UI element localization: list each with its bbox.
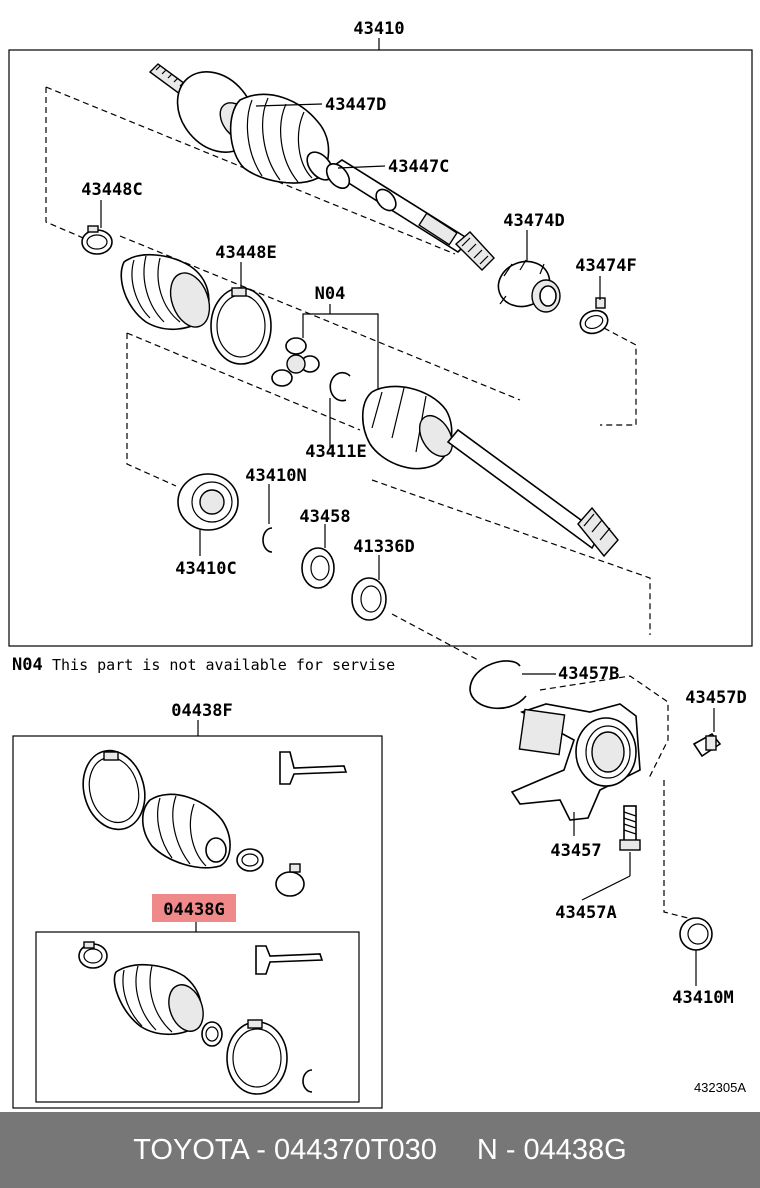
label-43411E[interactable]: 43411E (305, 442, 366, 462)
label-43448C[interactable]: 43448C (81, 180, 142, 200)
label-43458[interactable]: 43458 (299, 507, 350, 527)
clamp-43474F (579, 297, 609, 335)
drive-shaft-frame (8, 49, 753, 647)
highlight-04438G (152, 894, 236, 922)
label-43410N[interactable]: 43410N (245, 466, 306, 486)
bracket-43457 (510, 703, 641, 821)
inner-joint-shaft (361, 385, 619, 558)
label-43410[interactable]: 43410 (353, 19, 404, 39)
ring-43410N (262, 527, 273, 553)
snap-ring-43411E (329, 371, 351, 402)
label-43410C[interactable]: 43410C (175, 559, 236, 579)
note-code: N04 (12, 655, 43, 675)
footer-part-number: TOYOTA - 044370T030 (133, 1133, 437, 1166)
kit-outer-parts (82, 749, 348, 897)
bolt-43457A (619, 805, 641, 851)
kit-inner-parts (78, 941, 324, 1095)
label-43474D[interactable]: 43474D (503, 211, 564, 231)
drawing-reference: 432305A (694, 1080, 746, 1095)
label-43457[interactable]: 43457 (550, 841, 601, 861)
bearing-43410C (177, 473, 239, 531)
clamp-43448C (81, 225, 113, 255)
tripod-N04 (271, 337, 320, 387)
label-04438G[interactable]: 04438G (163, 900, 224, 920)
label-04438F[interactable]: 04438F (171, 701, 232, 721)
bearing-43410M (679, 917, 713, 951)
label-43457A[interactable]: 43457A (555, 903, 616, 923)
note-text: This part is not available for servise (52, 656, 395, 674)
label-43447D[interactable]: 43447D (325, 95, 386, 115)
label-43448E[interactable]: 43448E (215, 243, 276, 263)
boot-inner-left (120, 253, 211, 331)
label-41336D[interactable]: 41336D (353, 537, 414, 557)
label-43447C[interactable]: 43447C (388, 157, 449, 177)
footer-code: N - 04438G (476, 1133, 627, 1166)
label-43457B[interactable]: 43457B (558, 664, 619, 684)
kit-04438F-frame (12, 735, 383, 1109)
label-43474F[interactable]: 43474F (575, 256, 636, 276)
exploded-parts-diagram: 43410 43447D 43447C 43448C (8, 19, 753, 1109)
outer-shaft-assembly (148, 63, 495, 271)
kit-04438G-frame (35, 931, 360, 1103)
clamp-43448E (210, 287, 272, 365)
damper-43474D (497, 259, 561, 313)
label-N04[interactable]: N04 (315, 284, 346, 304)
seal-43458 (301, 547, 335, 589)
seal-41336D (351, 577, 387, 621)
label-43457D[interactable]: 43457D (685, 688, 746, 708)
footer-bar: TOYOTA - 044370T030 N - 04438G (0, 1112, 760, 1188)
label-43410M[interactable]: 43410M (672, 988, 733, 1008)
snap-ring-43457B (469, 660, 527, 710)
bolt-43457D (692, 732, 722, 758)
